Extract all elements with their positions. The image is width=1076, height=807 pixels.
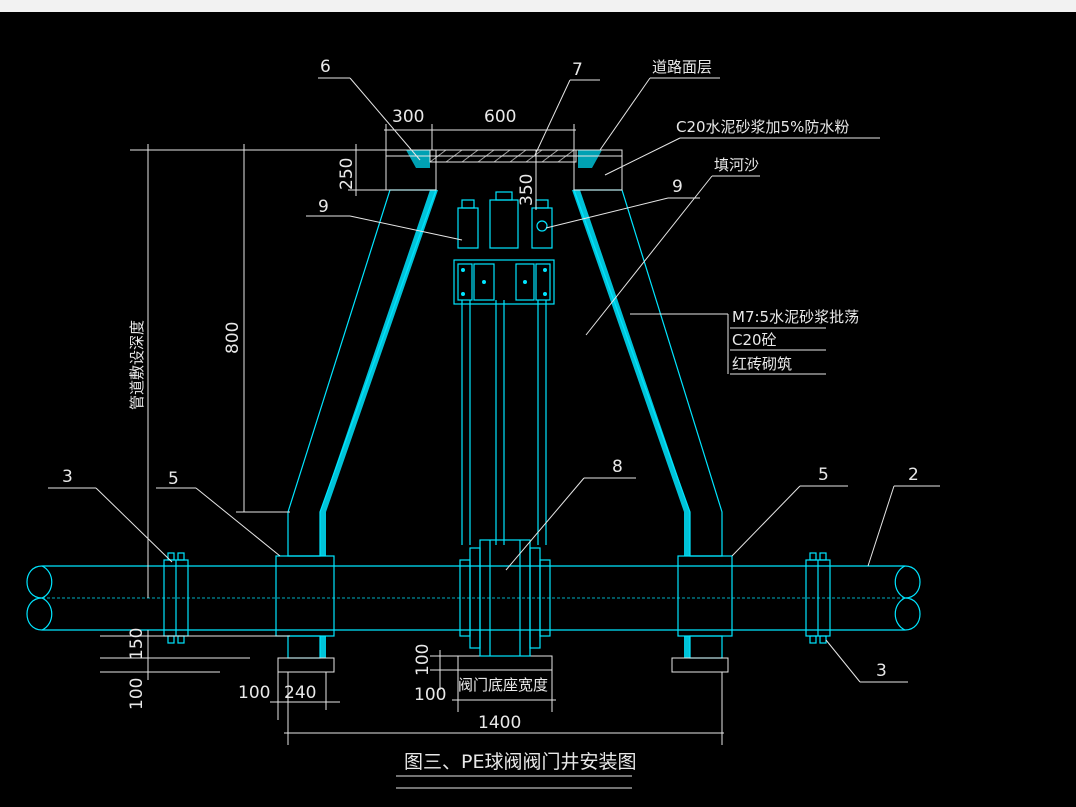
dim-300: 300 bbox=[392, 107, 424, 127]
leader-lines bbox=[48, 77, 940, 789]
note-mortar-plaster: M7:5水泥砂浆批荡 bbox=[732, 308, 859, 326]
dim-100-bottom: 100 bbox=[238, 683, 270, 703]
brick-wall-right bbox=[572, 189, 723, 659]
callout-3-right: 3 bbox=[876, 661, 887, 681]
dim-100-left: 100 bbox=[127, 678, 147, 710]
callout-8: 8 bbox=[612, 457, 623, 477]
pipe bbox=[26, 565, 921, 631]
note-valve-base-width: 阀门底座宽度 bbox=[458, 676, 548, 694]
pipe-clamp-right bbox=[805, 552, 831, 644]
callout-9-right: 9 bbox=[672, 177, 683, 197]
dim-250: 250 bbox=[337, 158, 357, 190]
callout-6: 6 bbox=[320, 57, 331, 77]
callout-3-left: 3 bbox=[62, 467, 73, 487]
valve-well-drawing[interactable]: 6 7 9 9 3 5 8 5 2 3 道路面层 C20水泥砂浆加5%防水粉 填… bbox=[0, 12, 1076, 807]
callout-9-left: 9 bbox=[318, 197, 329, 217]
callout-7: 7 bbox=[572, 60, 583, 80]
dim-800: 800 bbox=[223, 322, 243, 354]
note-river-sand: 填河沙 bbox=[714, 156, 759, 174]
dim-150: 150 bbox=[127, 628, 147, 660]
manhole-cover bbox=[429, 149, 577, 163]
dim-600: 600 bbox=[484, 107, 516, 127]
dimension-lines bbox=[100, 124, 724, 745]
dim-240: 240 bbox=[284, 683, 316, 703]
wall-sleeve-left bbox=[275, 555, 335, 637]
callout-2: 2 bbox=[908, 465, 919, 485]
wall-sleeve-right bbox=[677, 555, 733, 637]
dim-100-mid-top: 100 bbox=[413, 644, 433, 676]
brick-wall-left bbox=[287, 189, 438, 659]
ball-valve-assembly bbox=[453, 191, 555, 657]
callout-5-right: 5 bbox=[818, 465, 829, 485]
dim-100-mid-bottom: 100 bbox=[414, 685, 446, 705]
callout-5-left: 5 bbox=[168, 469, 179, 489]
drawing-title: 图三、PE球阀阀门井安装图 bbox=[404, 751, 636, 773]
note-road-surface: 道路面层 bbox=[652, 58, 712, 76]
note-red-brick: 红砖砌筑 bbox=[732, 355, 792, 373]
valve-base-pad bbox=[457, 655, 553, 671]
note-mortar-waterproof: C20水泥砂浆加5%防水粉 bbox=[676, 118, 849, 136]
note-c20-concrete: C20砼 bbox=[732, 331, 777, 349]
base-pad-right bbox=[671, 657, 729, 673]
dim-350: 350 bbox=[517, 174, 537, 206]
dim-1400: 1400 bbox=[478, 713, 521, 733]
window-top-bar bbox=[0, 0, 1076, 12]
note-pipe-depth: 管道敷设深度 bbox=[128, 320, 146, 410]
base-pad-left bbox=[277, 657, 335, 673]
well-collar bbox=[385, 149, 623, 191]
